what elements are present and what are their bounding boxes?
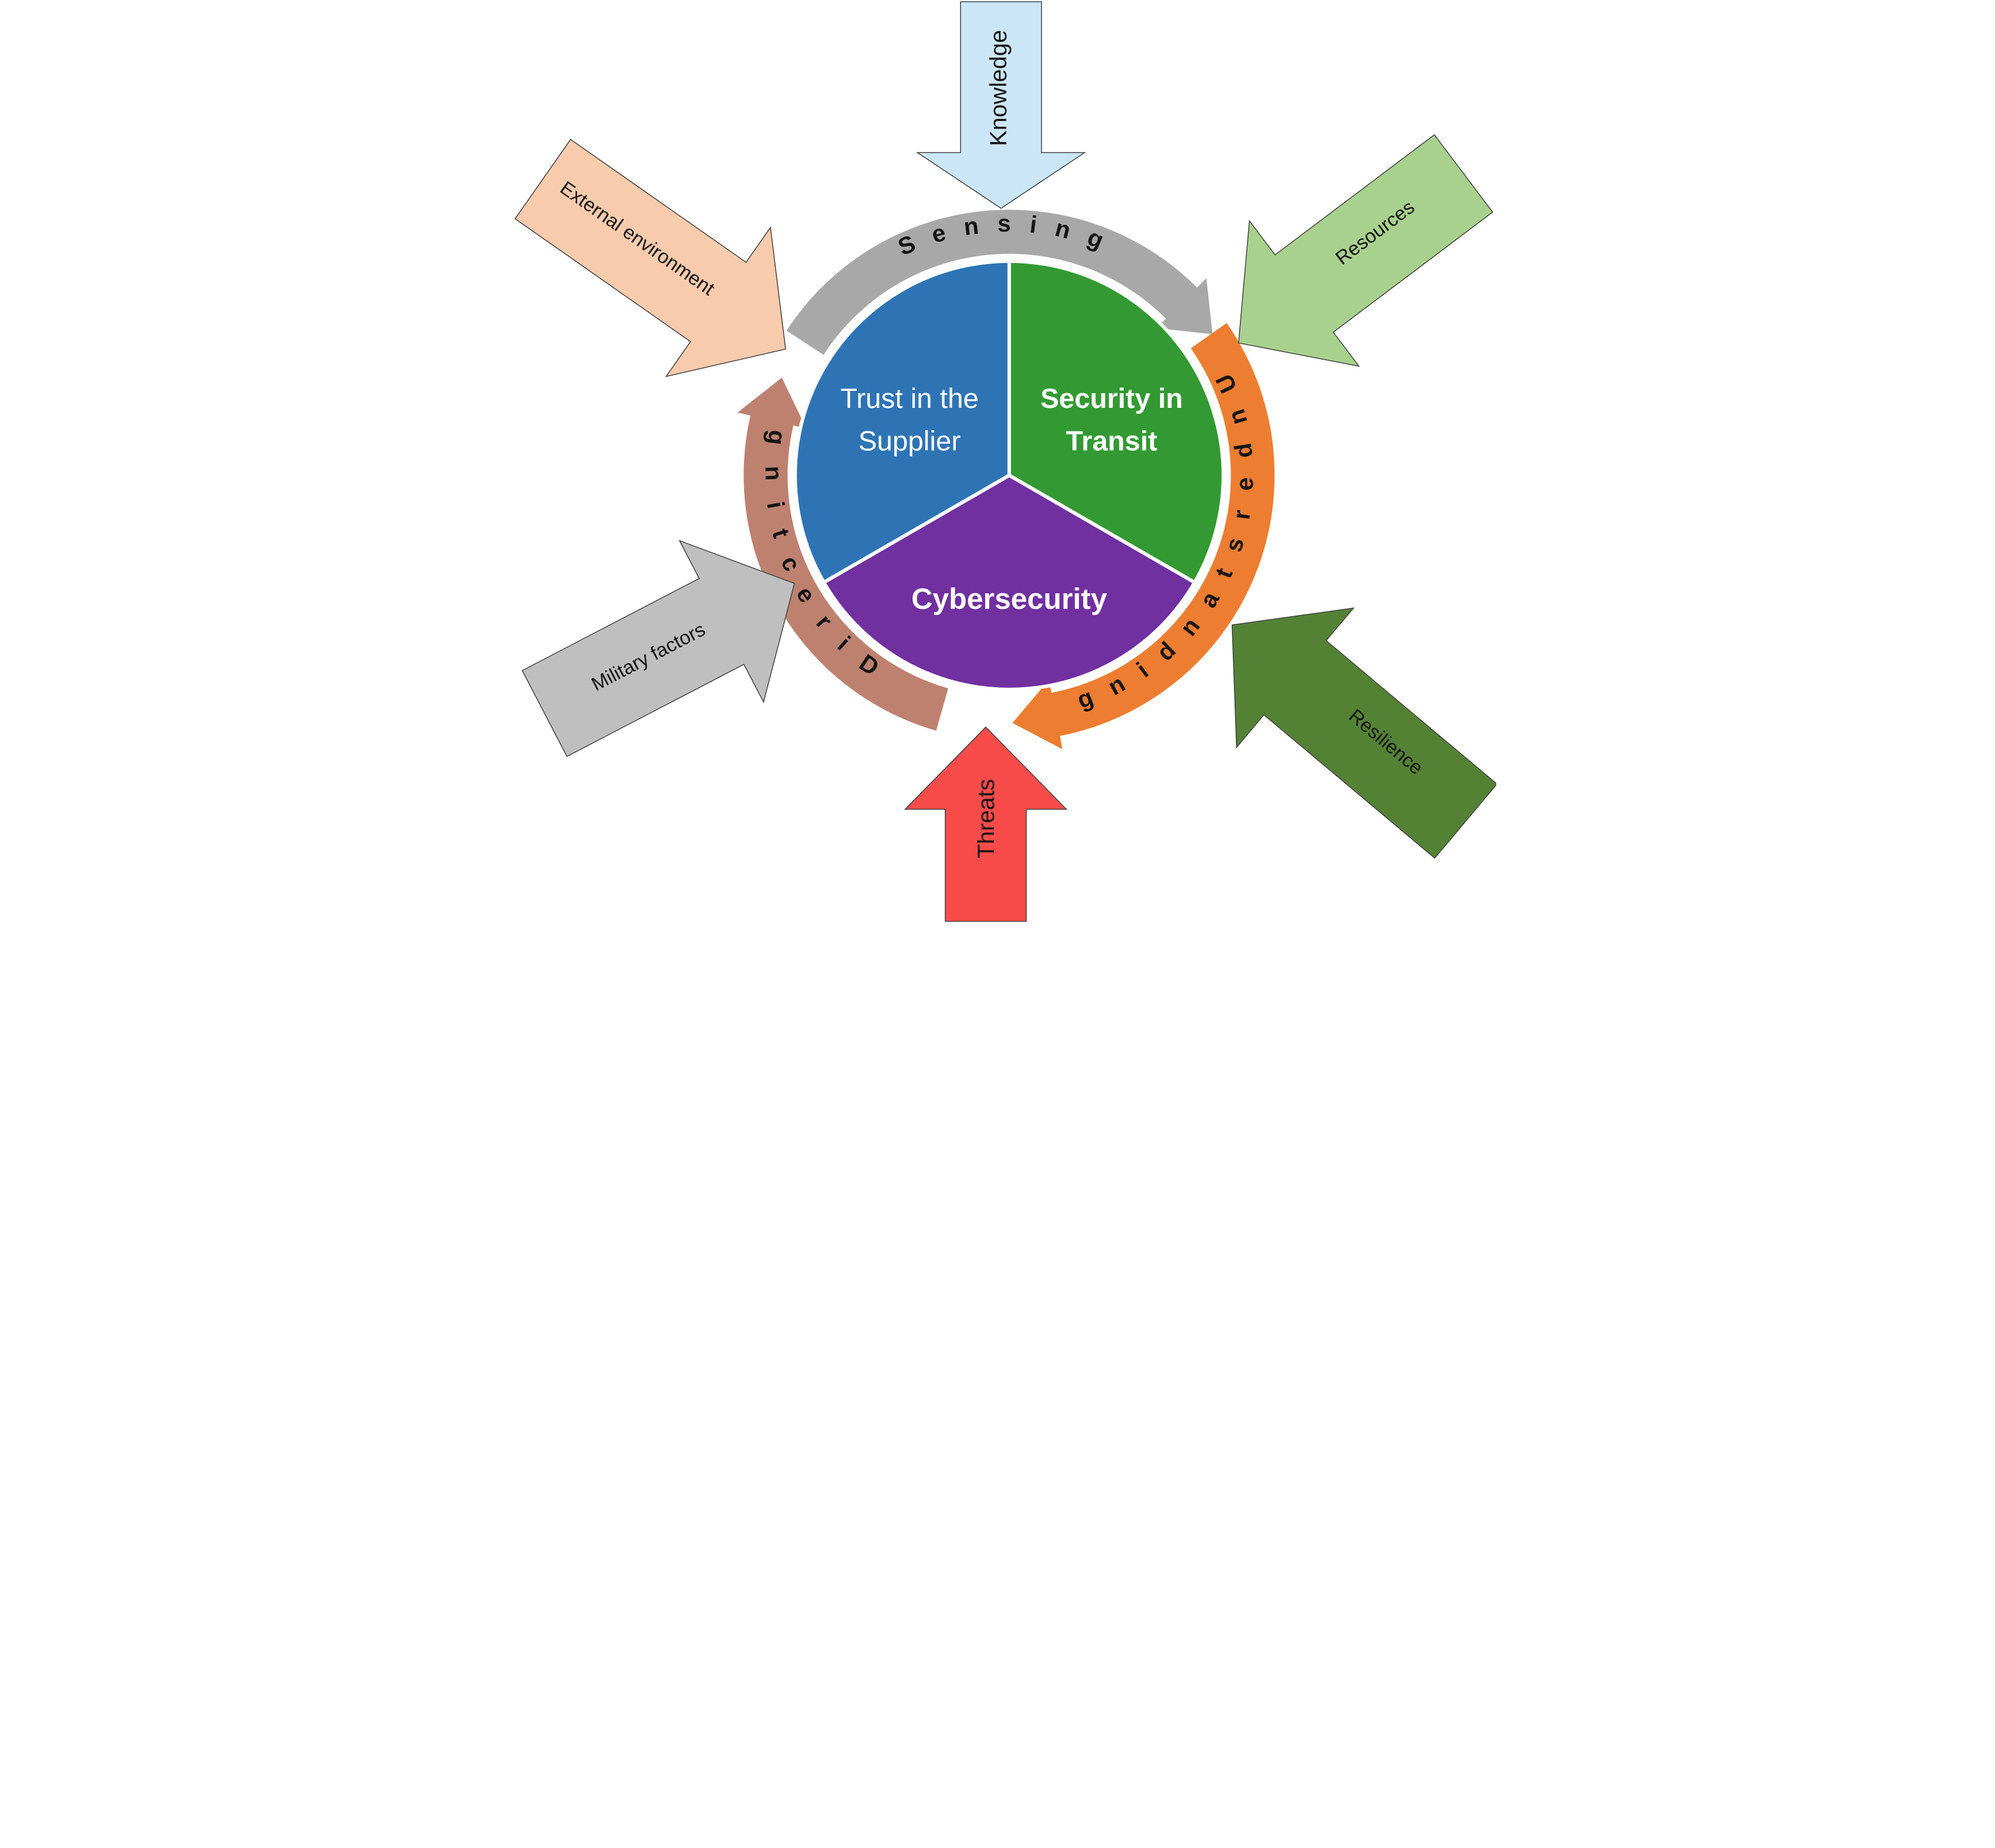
trust-sector xyxy=(793,259,1011,585)
knowledge-arrow-label: Knowledge xyxy=(986,30,1012,146)
threats-arrow-label: Threats xyxy=(973,779,999,859)
transit-sector-label-line1: Security in xyxy=(1040,383,1183,414)
sensing-band xyxy=(786,210,1213,355)
cycle-bands xyxy=(738,210,1275,749)
threats-arrow xyxy=(904,726,1068,922)
knowledge-arrow xyxy=(916,1,1086,209)
resources-arrow xyxy=(1238,134,1493,367)
input-arrows: Knowledge Resources Resilience Threats M… xyxy=(514,1,1496,922)
cycle-diagram: Sensing gnidnatsrednU gnitceriD Knowledg… xyxy=(514,1,1496,922)
diagram-canvas: Sensing gnidnatsrednU gnitceriD Knowledg… xyxy=(499,0,1496,924)
understanding-band xyxy=(1012,323,1275,749)
transit-sector xyxy=(1007,259,1225,585)
military-factors-arrow xyxy=(522,539,795,758)
transit-sector-label-line2: Transit xyxy=(1066,426,1158,457)
cybersecurity-sector-label: Cybersecurity xyxy=(911,583,1107,616)
trust-sector-label-line2: Supplier xyxy=(858,426,961,457)
external-environment-arrow xyxy=(514,138,786,377)
resilience-arrow xyxy=(1232,607,1496,859)
core-pie-labels: Trust in the Supplier Security in Transi… xyxy=(840,383,1183,616)
trust-sector-label-line1: Trust in the xyxy=(840,383,979,414)
core-pie: Trust in the Supplier Security in Transi… xyxy=(793,259,1225,691)
directing-band xyxy=(738,377,948,731)
cybersecurity-sector xyxy=(822,474,1196,691)
